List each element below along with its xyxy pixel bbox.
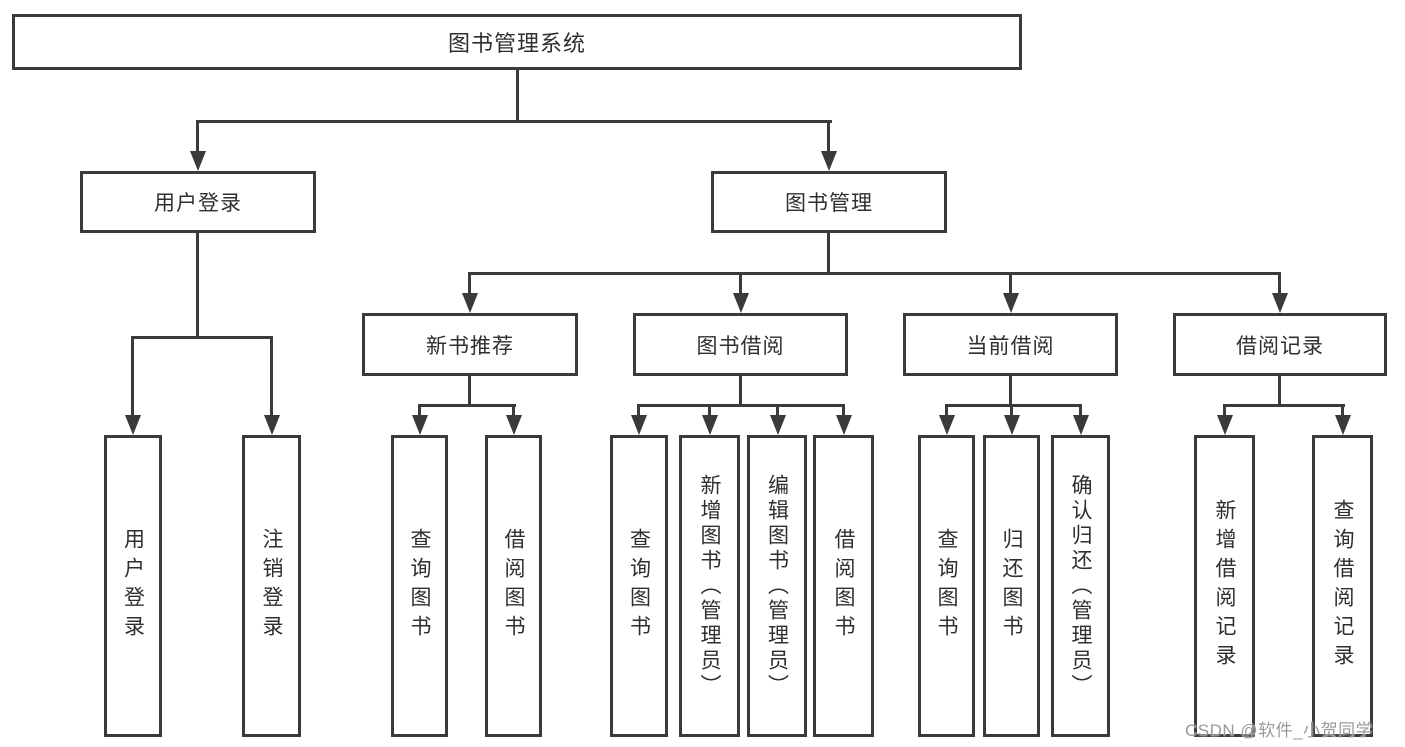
node-book-mgmt-label: 图书管理 (785, 192, 873, 215)
arrowhead-current-1 (939, 415, 955, 435)
arrowhead-user-login-2 (264, 415, 280, 435)
node-root: 图书管理系统 (12, 14, 1022, 70)
watermark-text: CSDN @软件_小贺同学 (1185, 721, 1374, 740)
connector-user-login-stem (196, 233, 199, 339)
leaf-borrow-borrow-label: 借阅图书 (832, 528, 855, 644)
leaf-logout-label: 注销登录 (260, 528, 283, 644)
connector-drop-new-book-2 (512, 404, 515, 415)
connector-drop-current-2 (1010, 404, 1013, 415)
node-root-label: 图书管理系统 (447, 31, 586, 56)
arrowhead-current-borrow (1003, 293, 1019, 313)
node-book-mgmt: 图书管理 (711, 171, 947, 233)
leaf-current-query-label: 查询图书 (935, 528, 958, 644)
connector-drop-current-borrow (1009, 272, 1012, 293)
leaf-newbook-borrow-label: 借阅图书 (502, 528, 525, 644)
connector-drop-user-login-2 (270, 336, 273, 415)
node-current-borrow-label: 当前借阅 (966, 334, 1055, 358)
arrowhead-user-login (190, 151, 206, 171)
leaf-newbook-query-label: 查询图书 (408, 528, 431, 644)
arrowhead-new-book-1 (412, 415, 428, 435)
connector-drop-borrow-4 (842, 404, 845, 415)
leaf-record-add-label: 新增借阅记录 (1213, 499, 1236, 673)
leaf-user-login: 用户登录 (104, 435, 162, 737)
arrowhead-book-mgmt (821, 151, 837, 171)
node-borrow-record: 借阅记录 (1173, 313, 1387, 376)
arrowhead-record-1 (1217, 415, 1233, 435)
node-user-login-label: 用户登录 (154, 192, 242, 215)
node-new-book: 新书推荐 (362, 313, 578, 376)
node-new-book-label: 新书推荐 (426, 334, 514, 358)
connector-drop-borrow-3 (776, 404, 779, 415)
connector-root-stem (516, 70, 519, 123)
connector-drop-borrow-1 (637, 404, 640, 415)
connector-drop-book-mgmt (827, 120, 830, 153)
connector-record-stem (1278, 376, 1281, 407)
leaf-borrow-add: 新增图书（管理员） (679, 435, 740, 737)
leaf-borrow-edit-label: 编辑图书（管理员） (765, 473, 789, 699)
leaf-borrow-borrow: 借阅图书 (813, 435, 874, 737)
arrowhead-new-book-2 (506, 415, 522, 435)
arrowhead-record-2 (1335, 415, 1351, 435)
connector-drop-borrow-2 (708, 404, 711, 415)
leaf-borrow-query: 查询图书 (610, 435, 668, 737)
connector-drop-new-book (468, 272, 471, 293)
connector-new-book-stem (468, 376, 471, 407)
connector-book-borrow-bar (637, 404, 845, 407)
connector-current-stem (1009, 376, 1012, 407)
connector-root-bar (196, 120, 832, 123)
arrowhead-user-login-1 (125, 415, 141, 435)
leaf-newbook-borrow: 借阅图书 (485, 435, 542, 737)
connector-drop-new-book-1 (418, 404, 421, 415)
connector-current-bar (945, 404, 1082, 407)
arrowhead-borrow-1 (631, 415, 647, 435)
node-borrow-record-label: 借阅记录 (1236, 334, 1324, 358)
leaf-borrow-query-label: 查询图书 (627, 528, 651, 644)
leaf-borrow-add-label: 新增图书（管理员） (698, 473, 721, 699)
leaf-current-confirm: 确认归还（管理员） (1051, 435, 1110, 737)
leaf-record-query-label: 查询借阅记录 (1331, 499, 1354, 673)
connector-user-login-bar (131, 336, 273, 339)
node-book-borrow: 图书借阅 (633, 313, 848, 376)
connector-drop-book-borrow (739, 272, 742, 293)
leaf-logout: 注销登录 (242, 435, 301, 737)
connector-new-book-bar (418, 404, 516, 407)
arrowhead-borrow-3 (770, 415, 786, 435)
arrowhead-current-3 (1073, 415, 1089, 435)
connector-drop-user-login-1 (131, 336, 134, 415)
leaf-current-return: 归还图书 (983, 435, 1040, 737)
connector-drop-user-login (196, 120, 199, 153)
arrowhead-book-borrow (733, 293, 749, 313)
connector-drop-current-1 (945, 404, 948, 415)
connector-drop-current-3 (1079, 404, 1082, 415)
connector-drop-record-2 (1341, 404, 1344, 415)
leaf-newbook-query: 查询图书 (391, 435, 448, 737)
connector-book-borrow-stem (739, 376, 742, 407)
arrowhead-borrow-4 (836, 415, 852, 435)
leaf-borrow-edit: 编辑图书（管理员） (747, 435, 807, 737)
connector-drop-record-1 (1223, 404, 1226, 415)
node-current-borrow: 当前借阅 (903, 313, 1118, 376)
arrowhead-current-2 (1004, 415, 1020, 435)
leaf-record-add: 新增借阅记录 (1194, 435, 1255, 737)
leaf-current-query: 查询图书 (918, 435, 975, 737)
connector-book-mgmt-bar (468, 272, 1281, 275)
leaf-record-query: 查询借阅记录 (1312, 435, 1373, 737)
arrowhead-borrow-2 (702, 415, 718, 435)
node-book-borrow-label: 图书借阅 (696, 334, 785, 358)
connector-book-mgmt-stem (827, 233, 830, 275)
connector-record-bar (1223, 404, 1345, 407)
arrowhead-borrow-record (1272, 293, 1288, 313)
leaf-current-return-label: 归还图书 (1000, 528, 1023, 644)
leaf-user-login-label: 用户登录 (121, 528, 145, 644)
arrowhead-new-book (462, 293, 478, 313)
leaf-current-confirm-label: 确认归还（管理员） (1069, 473, 1092, 699)
node-user-login: 用户登录 (80, 171, 316, 233)
connector-drop-borrow-record (1278, 272, 1281, 293)
